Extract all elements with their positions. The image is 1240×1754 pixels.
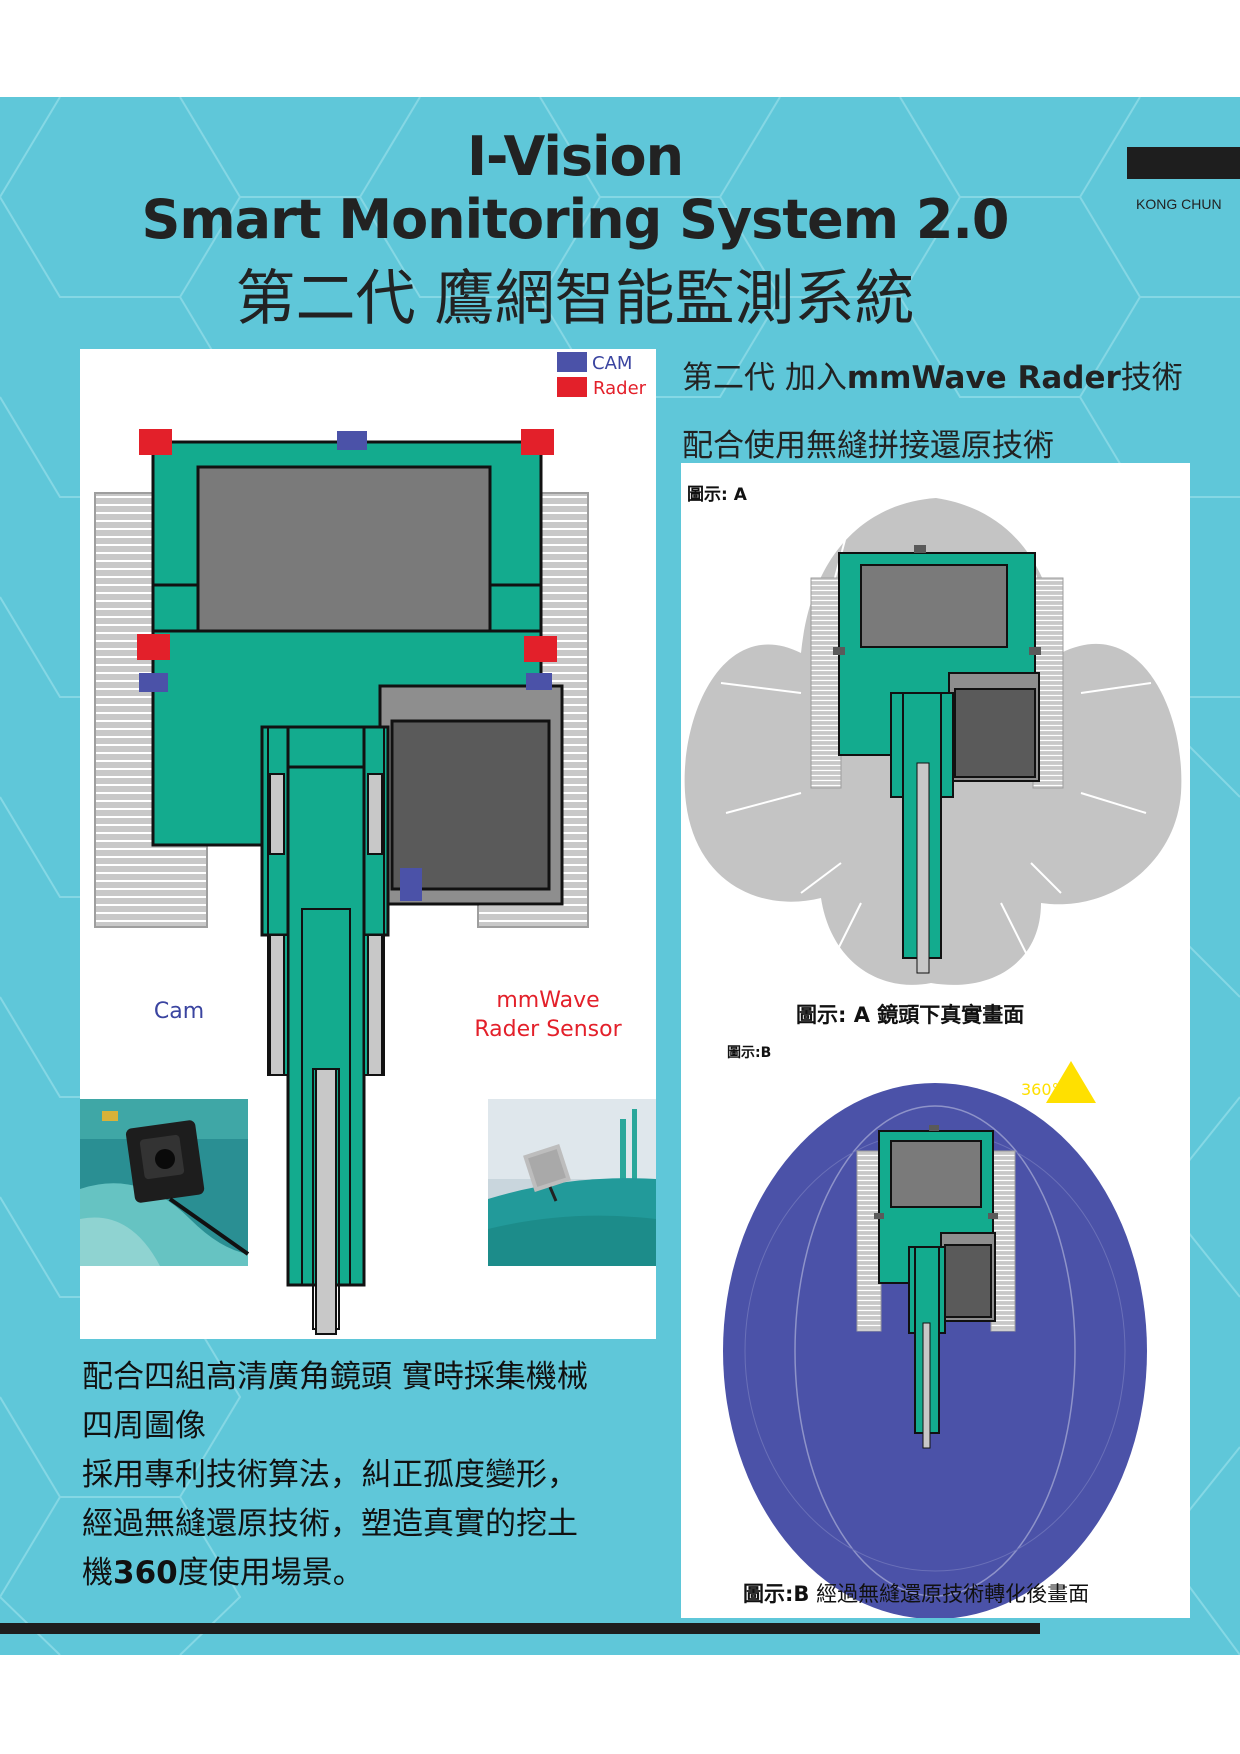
brand-name: KONG CHUN (1136, 196, 1222, 212)
legend-cam-label: CAM (592, 353, 632, 374)
radar-caption-line2: Rader Sensor (474, 1017, 622, 1042)
title-line-2: Smart Monitoring System 2.0 (141, 188, 1010, 251)
footer-bar (0, 1623, 1040, 1634)
legend-cam-swatch (557, 352, 587, 372)
description-line-3: 採用專利技術算法，糾正孤度變形， (82, 1457, 578, 1493)
figure-b-label: 圖示:B (727, 1045, 772, 1061)
excavator-diagram: CAM Rader C (80, 352, 656, 1335)
radar-caption-line1: mmWave (496, 988, 599, 1013)
legend-radar-label: Rader (593, 378, 647, 399)
radar-sensor-left (137, 634, 170, 660)
figure-b-stitched-view (723, 1083, 1147, 1618)
cam-front (337, 431, 367, 450)
description-line-5: 機360度使用場景。 (82, 1555, 364, 1591)
description-line-1: 配合四組高清廣角鏡頭 實時採集機械 (82, 1359, 588, 1395)
figures-drawing: 360° (684, 497, 1182, 1618)
arm-cylinder (315, 1068, 337, 1335)
camera-photo (80, 1099, 250, 1266)
cam-left (139, 673, 168, 692)
figure-a-camera-view (684, 497, 1182, 985)
radar-sensor-front-right (521, 429, 554, 455)
cam-right (526, 673, 552, 690)
figure-b-caption: 圖示:B 經過無縫還原技術轉化後畫面 (743, 1582, 1090, 1606)
engine-block (390, 719, 551, 891)
description-text: 配合四組高清廣角鏡頭 實時採集機械 四周圖像 採用專利技術算法，糾正孤度變形， … (82, 1353, 662, 1598)
description-line-2: 四周圖像 (82, 1408, 206, 1444)
360-badge-triangle (1046, 1061, 1096, 1103)
radar-sensor-front-left (139, 429, 172, 455)
figure-a-label: 圖示: A (687, 485, 747, 505)
cam-caption: Cam (154, 999, 204, 1024)
right-heading-line2: 配合使用無縫拼接還原技術 (682, 428, 1054, 464)
figure-a-caption: 圖示: A 鏡頭下真實畫面 (796, 1003, 1025, 1027)
brand-bar (1127, 147, 1240, 179)
cam-rear (400, 868, 422, 901)
legend-radar-swatch (557, 377, 587, 397)
radar-photo (488, 1099, 656, 1266)
title-line-1: I-Vision (466, 125, 684, 188)
360-badge-label: 360° (1021, 1080, 1060, 1099)
cabin (196, 465, 492, 633)
figures-panel: 360° 圖示: A 圖示: A 鏡頭下真實畫面 圖示:B 圖示:B 經過無縫還… (681, 463, 1190, 1618)
title-line-3: 第二代 鷹網智能監測系統 (235, 264, 915, 334)
right-heading-line1: 第二代 加入mmWave Rader技術 (682, 360, 1183, 396)
radar-sensor-right (524, 636, 557, 662)
excavator-diagram-panel: CAM Rader C (80, 349, 656, 1339)
description-line-4: 經過無縫還原技術，塑造真實的挖土 (82, 1506, 578, 1542)
